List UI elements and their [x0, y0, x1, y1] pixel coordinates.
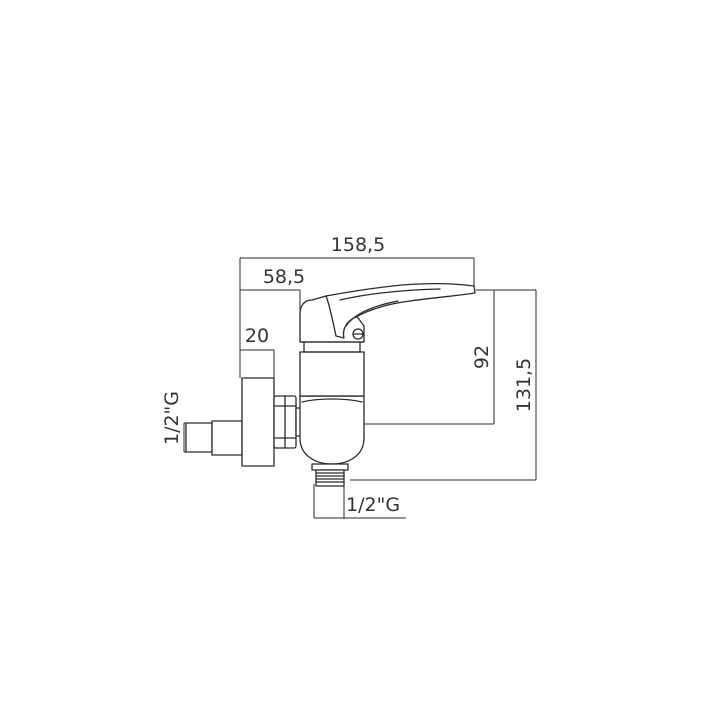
dim-body-height: 92	[471, 345, 493, 369]
mixer-body-cylinder	[299, 351, 365, 397]
thread-marks	[315, 472, 345, 483]
wall-flange	[241, 377, 275, 467]
dim-total-height: 131,5	[513, 358, 535, 412]
mixer-body-round	[299, 395, 365, 465]
inlet-pipe	[185, 422, 213, 453]
dim-overall-length: 158,5	[331, 234, 385, 256]
dim-inlet-thread: 1/2"G	[161, 391, 183, 445]
outlet-nipple	[311, 463, 349, 471]
dim-outlet-thread: 1/2"G	[346, 494, 400, 516]
dim-wall-to-body: 58,5	[263, 266, 305, 288]
inlet-eccentric	[211, 420, 243, 456]
dim-flange: 20	[245, 325, 269, 347]
mixer-outline	[185, 282, 476, 487]
lever-handle	[325, 282, 476, 339]
